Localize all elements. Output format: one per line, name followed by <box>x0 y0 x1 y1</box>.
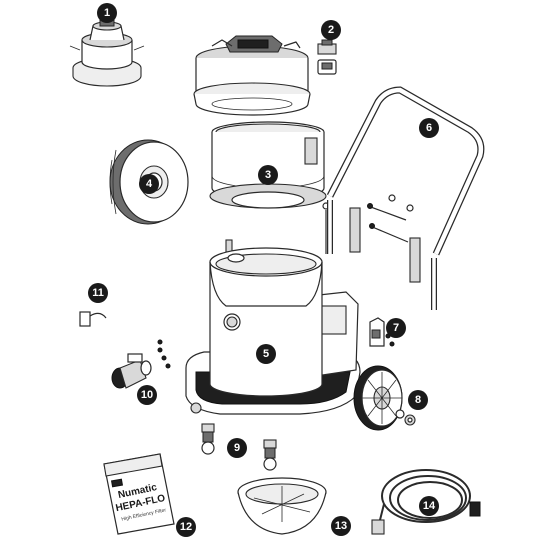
callout-13: 13 <box>331 516 351 536</box>
hose-connector-part <box>111 339 171 389</box>
callout-5-label: 5 <box>263 348 269 360</box>
callout-8-label: 8 <box>415 394 421 406</box>
wheel-cap-parts <box>395 409 416 426</box>
callout-6: 6 <box>419 118 439 138</box>
filter-pack-part: Numatic HEPA-FLO High Efficiency Filter <box>103 453 175 535</box>
callout-13-label: 13 <box>335 520 347 532</box>
callout-11-label: 11 <box>92 287 104 299</box>
callout-3-label: 3 <box>265 169 271 181</box>
callout-7-label: 7 <box>393 322 399 334</box>
machine-head <box>193 35 311 116</box>
callout-5: 5 <box>256 344 276 364</box>
callout-2-label: 2 <box>328 24 334 36</box>
motor-part <box>69 19 145 87</box>
callout-12-label: 12 <box>180 521 192 533</box>
callout-14: 14 <box>419 496 439 516</box>
callout-10: 10 <box>137 385 157 405</box>
rear-wheel-part <box>353 365 403 431</box>
cable-clip-part <box>79 311 107 327</box>
callout-7: 7 <box>386 318 406 338</box>
switch-parts <box>317 39 337 75</box>
callout-2: 2 <box>321 20 341 40</box>
tank-body-part <box>185 239 361 415</box>
callout-4-label: 4 <box>146 178 153 190</box>
callout-10-label: 10 <box>141 389 153 401</box>
callout-9-label: 9 <box>234 442 240 454</box>
callout-12: 12 <box>176 517 196 537</box>
diffuser-bowl-part <box>237 477 327 535</box>
callout-9: 9 <box>227 438 247 458</box>
callout-1: 1 <box>97 3 117 23</box>
power-cable-part <box>371 469 481 535</box>
handle-part <box>326 86 485 310</box>
callout-11: 11 <box>88 283 108 303</box>
bracket-part <box>369 317 395 347</box>
castor-parts <box>201 423 277 471</box>
callout-14-label: 14 <box>423 500 436 512</box>
callout-6-label: 6 <box>426 122 432 134</box>
callout-3: 3 <box>258 165 278 185</box>
callout-1-label: 1 <box>104 7 110 19</box>
callout-4: 4 <box>139 174 159 194</box>
filter-ring-part <box>209 121 330 254</box>
callout-8: 8 <box>408 390 428 410</box>
